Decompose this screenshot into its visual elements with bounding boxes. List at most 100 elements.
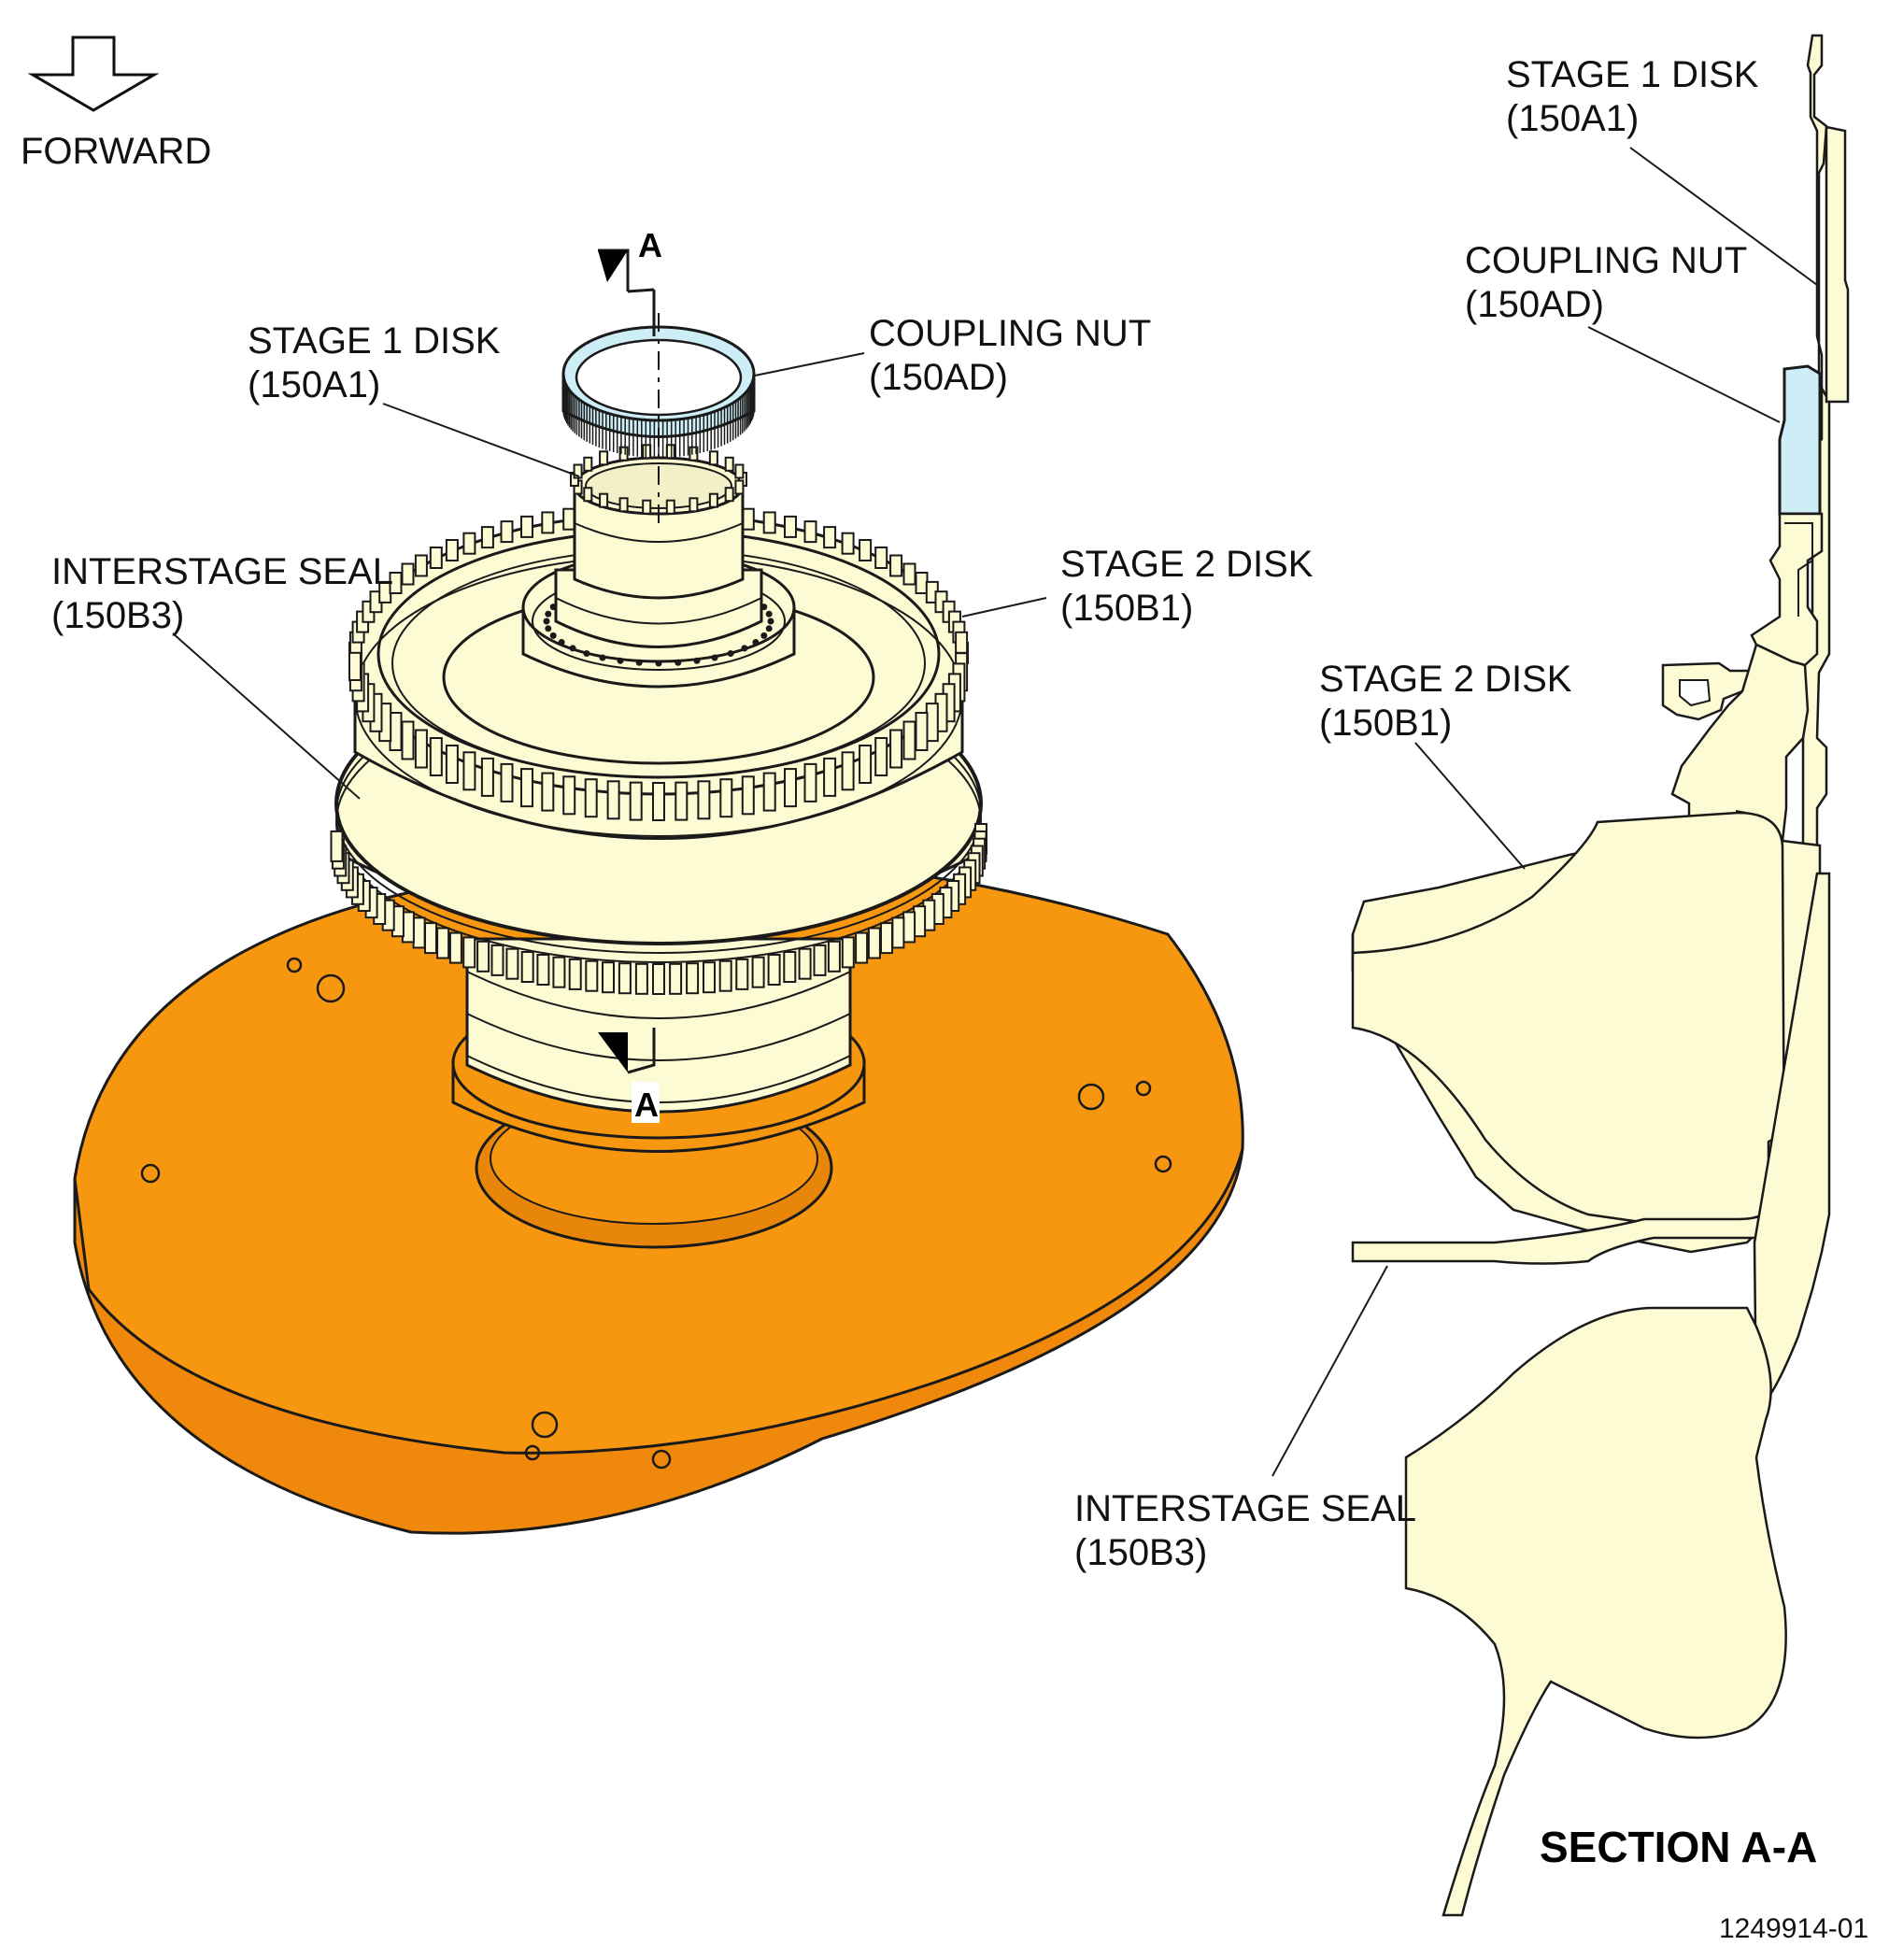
hub-bolt [727, 650, 734, 657]
section-view [1271, 34, 1850, 1917]
iso-callout-stage-1-name: STAGE 1 DISK [248, 320, 501, 362]
spline-tooth [618, 497, 629, 513]
seal-tooth [618, 962, 632, 995]
section-callout-coupling-nut-name: COUPLING NUT [1465, 240, 1747, 281]
hub-bolt [545, 625, 552, 632]
section-letter-upper: A [638, 226, 662, 264]
seal-tooth [568, 958, 582, 990]
hub-bolt [655, 660, 662, 667]
hub-bolt [558, 639, 565, 646]
spline-tooth [583, 456, 593, 472]
iso-callout-coupling-nut-ref: (150AD) [869, 357, 1008, 398]
hub-bolt [599, 654, 606, 661]
disk-tooth [889, 729, 903, 769]
disk-tooth [823, 757, 837, 797]
seal-tooth [703, 961, 716, 994]
hub-bolt [760, 632, 768, 639]
seal-tooth [669, 962, 683, 995]
disk-tooth [541, 511, 555, 534]
disk-tooth [697, 780, 711, 820]
spline-tooth [583, 487, 593, 503]
disk-tooth [541, 772, 555, 812]
hub-bolt [617, 657, 624, 664]
disk-tooth [562, 507, 576, 531]
seal-tooth [462, 936, 476, 969]
stage-2-disk [330, 502, 987, 995]
seal-tooth [448, 931, 462, 964]
seal-tooth [902, 911, 916, 944]
seal-tooth [652, 963, 665, 995]
section-callout-coupling-nut-ref: (150AD) [1465, 284, 1604, 325]
disk-tooth [401, 720, 415, 760]
section-letter-lower: A [634, 1086, 659, 1124]
disk-tooth [584, 778, 598, 818]
disk-tooth [462, 751, 476, 791]
disk-tooth [414, 729, 428, 769]
spline-tooth [665, 499, 675, 515]
iso-callout-stage-2-ref: (150B1) [1060, 588, 1193, 629]
disk-tooth [841, 751, 855, 791]
spline-tooth [689, 446, 699, 462]
spline-tooth [599, 450, 609, 466]
section-callout-stage-1-ref: (150A1) [1506, 98, 1639, 139]
hub-bolt [583, 650, 590, 657]
seal-tooth [424, 922, 437, 955]
stage-1-disk [570, 444, 747, 600]
disk-tooth [874, 737, 888, 776]
seal-tooth [798, 947, 812, 980]
seal-tooth [735, 958, 749, 990]
section-title: SECTION A-A [1540, 1823, 1817, 1871]
seal-tooth [552, 956, 566, 988]
hub-bolt [693, 657, 701, 664]
iso-assembly: A A [73, 226, 1244, 1535]
section-callout-interstage-seal-ref: (150B3) [1074, 1532, 1207, 1573]
spline-tooth [642, 444, 652, 460]
disk-tooth [762, 772, 776, 812]
figure-number: 1249914-01 [1719, 1913, 1868, 1944]
spline-tooth [599, 492, 609, 508]
disk-tooth [401, 562, 415, 586]
seal-tooth [520, 951, 534, 983]
section-callout-stage-2-ref: (150B1) [1319, 703, 1452, 744]
iso-callout-stage-1-ref: (150A1) [248, 364, 380, 405]
disk-tooth [915, 712, 929, 751]
hub-bolt [543, 618, 550, 625]
seal-tooth [855, 931, 869, 964]
disk-tooth [429, 547, 443, 569]
disk-tooth [606, 780, 620, 820]
spline-tooth [708, 492, 718, 508]
hub-bolt [767, 618, 774, 625]
seal-tooth [634, 962, 648, 995]
disk-tooth [784, 768, 797, 808]
disk-tooth [389, 712, 403, 751]
seal-tooth [436, 927, 450, 959]
disk-tooth [520, 515, 533, 538]
disk-tooth [429, 737, 443, 776]
spline-tooth [642, 499, 652, 515]
hub-bolt [675, 659, 682, 666]
seal-tooth [602, 961, 615, 994]
disk-tooth [675, 781, 689, 821]
section-marker-lower: A [598, 1028, 660, 1124]
forward-label: FORWARD [21, 131, 211, 172]
seal-tooth [686, 962, 700, 995]
spline-tooth [734, 479, 745, 495]
disk-tooth [520, 768, 533, 808]
iso-callout-stage-2-name: STAGE 2 DISK [1060, 544, 1314, 585]
spline-tooth [734, 463, 745, 479]
hub-bolt [711, 654, 718, 661]
spline-tooth [573, 463, 583, 479]
hub-bolt [741, 645, 748, 652]
seal-tooth [813, 944, 827, 976]
hub-bolt [765, 610, 773, 618]
seal-tooth [841, 936, 855, 969]
seal-tooth [718, 959, 732, 992]
spline-tooth [665, 444, 675, 460]
disk-tooth [414, 554, 428, 577]
hub-bolt [765, 625, 773, 632]
forward-arrow-icon [27, 36, 160, 112]
seal-tooth [585, 959, 599, 992]
disk-tooth [500, 762, 514, 802]
